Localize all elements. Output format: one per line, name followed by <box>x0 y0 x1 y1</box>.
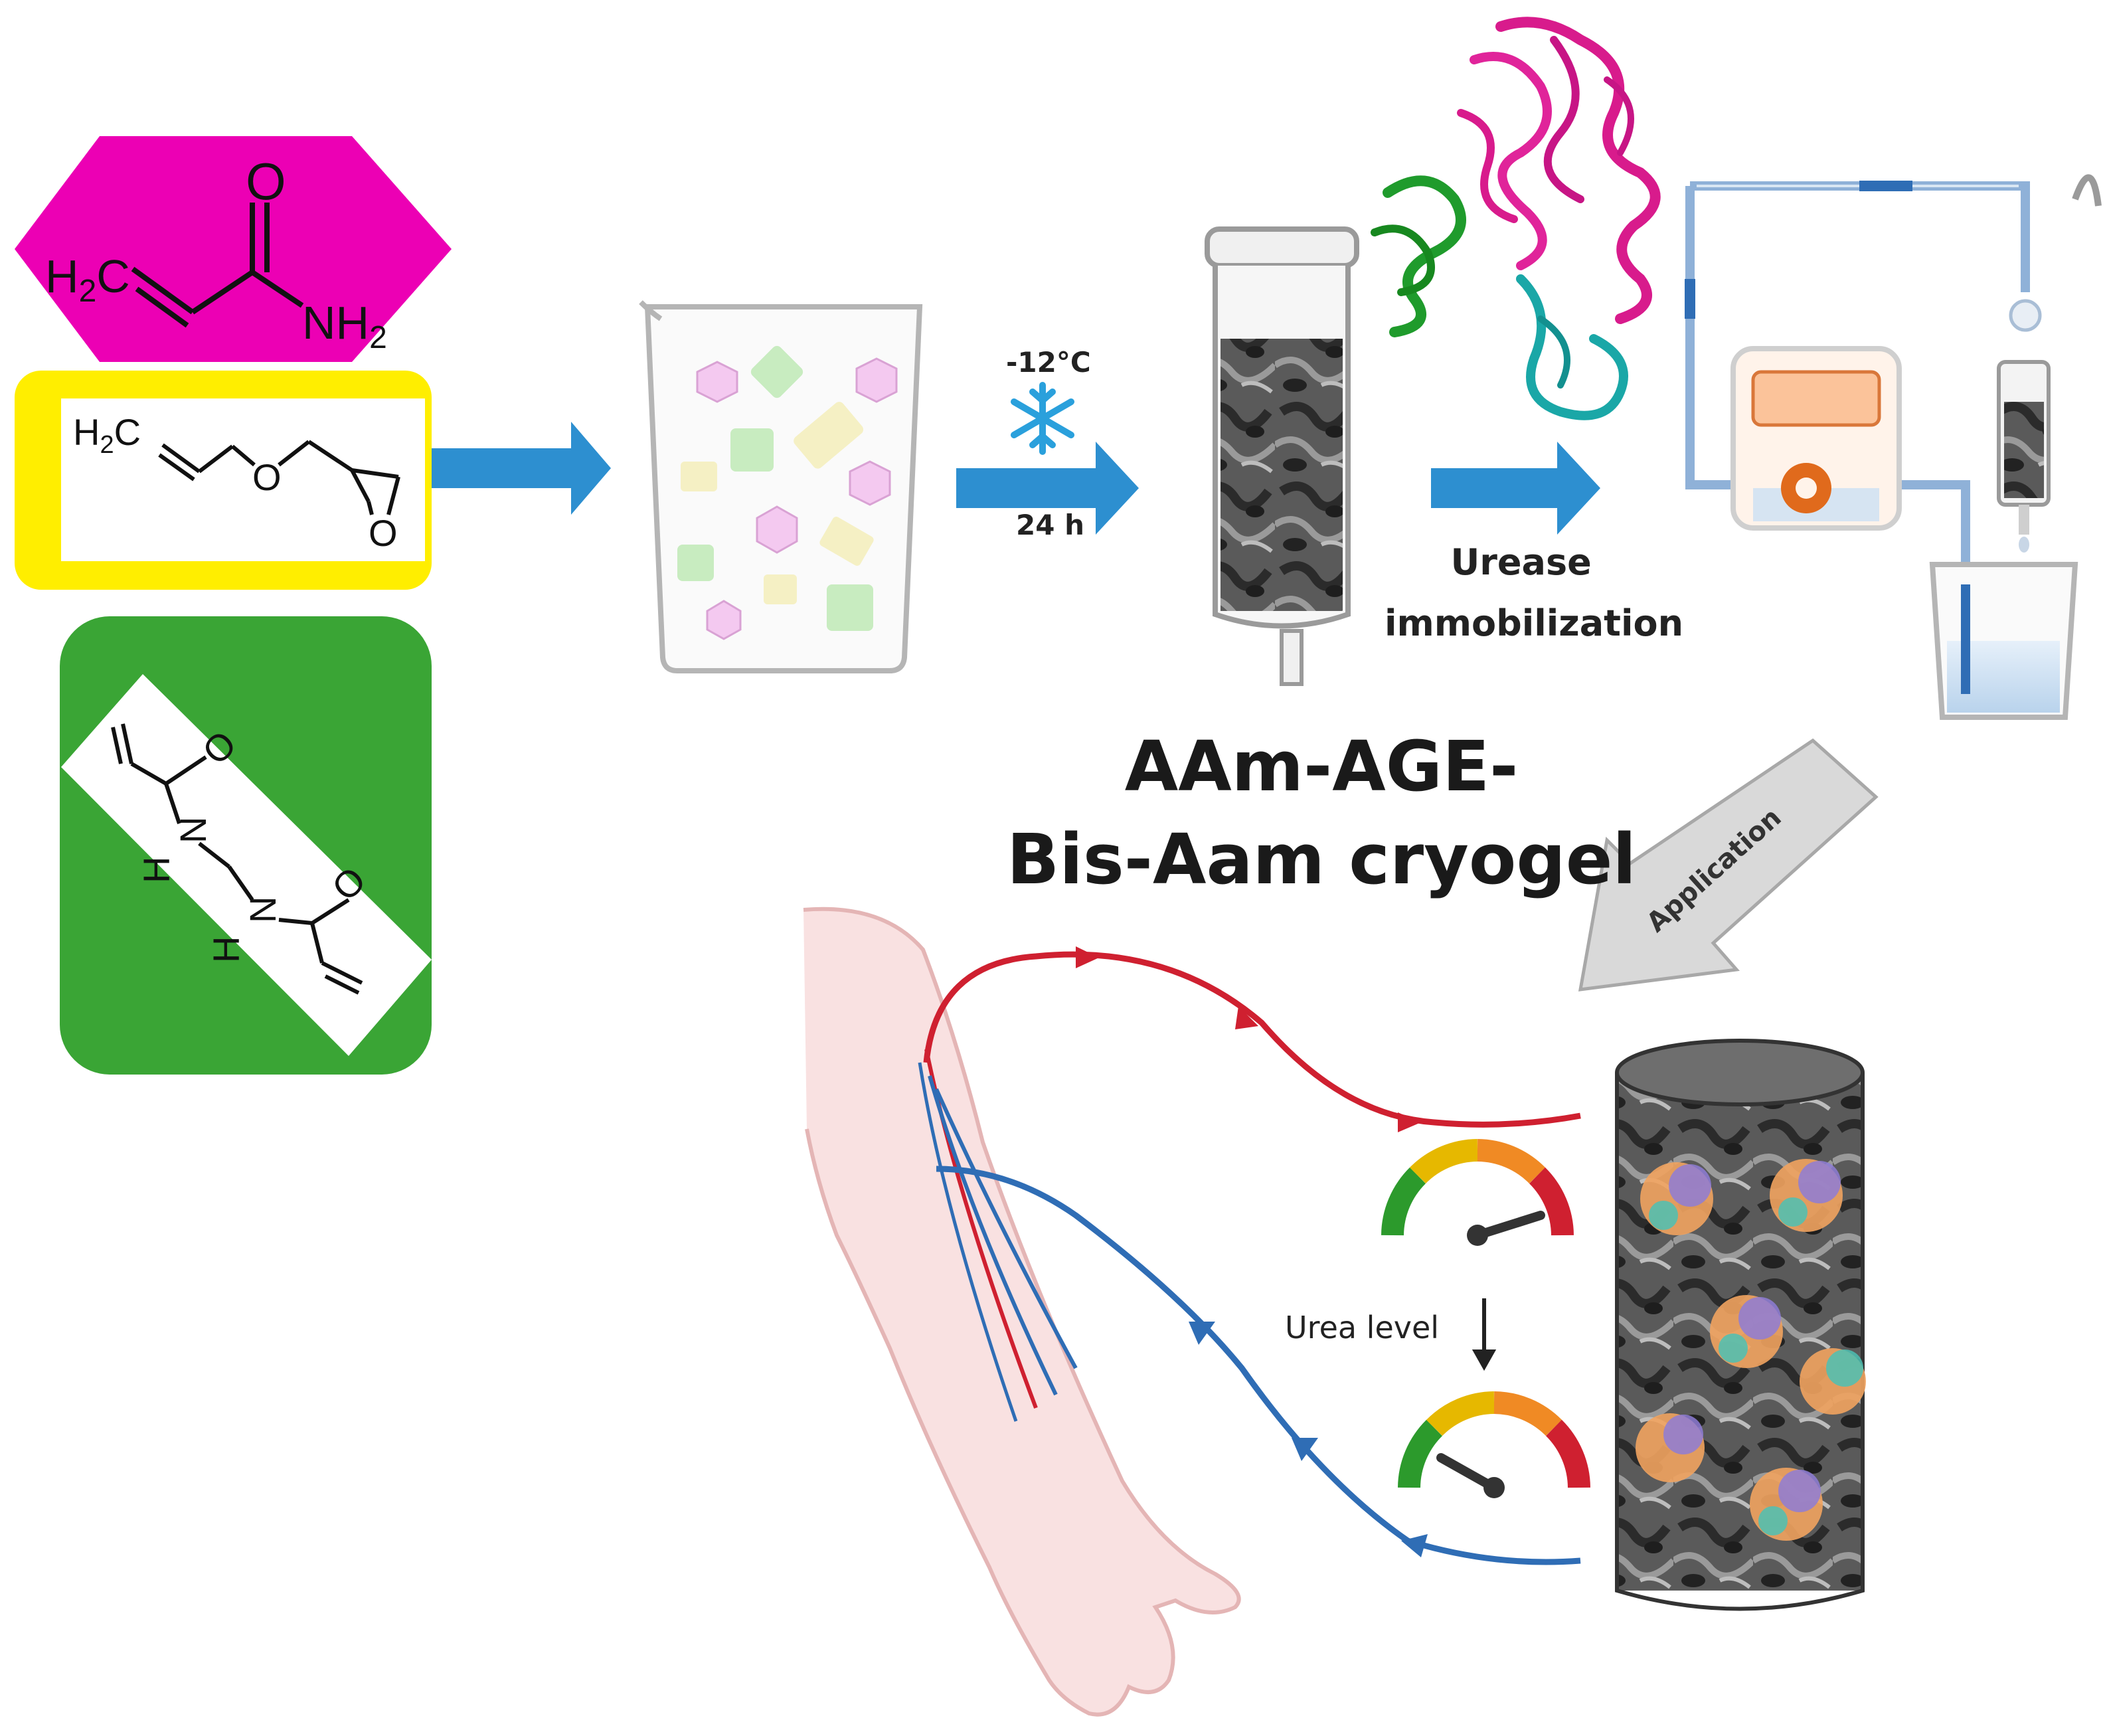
process-arrow-3 <box>1431 442 1600 535</box>
product-title-line-2: Bis-Aam cryogel <box>1007 819 1636 900</box>
bis-atom-h2: H <box>205 936 247 963</box>
cryogel-cylinder <box>1615 1039 1866 1611</box>
acrylamide-hexagon <box>15 136 452 362</box>
immobilization-line-2: immobilization <box>1385 602 1683 644</box>
urea-gauge-low <box>1398 1391 1590 1498</box>
flow-setup <box>1685 174 2102 720</box>
age-h2c: H2C <box>73 411 141 459</box>
age-epoxide-o: O <box>369 512 398 554</box>
product-title-line-1: AAm-AGE- <box>1125 726 1519 807</box>
bis-box <box>60 616 432 1075</box>
freeze-time-label: 24 h <box>1016 509 1084 541</box>
immobilization-line-1: Urease <box>1450 541 1591 583</box>
bis-atom-n1: N <box>172 817 214 843</box>
freeze-temp-label: -12°C <box>1006 346 1091 379</box>
acrylamide-carbonyl-o: O <box>246 152 286 211</box>
arm-illustration <box>803 907 1241 1717</box>
application-arrow <box>1578 738 1879 992</box>
urea-decrease-arrow <box>1472 1298 1497 1371</box>
urease-structure <box>1371 17 1661 420</box>
immobilization-label: Urease immobilization <box>1385 541 1683 644</box>
cryogel-column <box>1205 226 1359 686</box>
venous-line <box>936 1166 1581 1565</box>
urea-gauge-high <box>1381 1139 1574 1246</box>
bis-atom-n2: N <box>242 897 284 923</box>
process-arrow-1 <box>432 422 611 515</box>
urea-level-label: Urea level <box>1285 1310 1439 1345</box>
bis-atom-h1: H <box>135 857 177 883</box>
arterial-line <box>923 951 1581 1128</box>
process-arrow-2 <box>956 442 1139 535</box>
age-box <box>15 371 432 590</box>
snowflake-icon <box>1011 382 1074 455</box>
age-ether-o: O <box>252 456 282 498</box>
reaction-beaker <box>639 300 923 673</box>
